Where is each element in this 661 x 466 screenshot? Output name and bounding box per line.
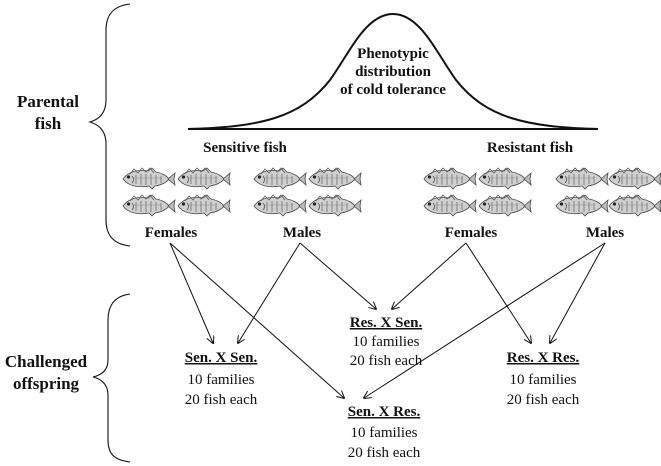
tilapia-fish-icon: [478, 167, 532, 190]
sensitive-males-label: Males: [283, 225, 321, 241]
arrow-res-female-to-res-x-res: [465, 242, 531, 343]
tilapia-fish-icon: [122, 194, 176, 217]
sen-x-res-families: 10 families: [350, 425, 417, 441]
tilapia-fish-icon: [253, 194, 307, 217]
arrow-sens-female-to-sen-x-sen: [169, 242, 213, 343]
tilapia-fish-icon: [308, 167, 362, 190]
res-x-sen-fish: 20 fish each: [350, 353, 423, 369]
curve-title-line3: of cold tolerance: [340, 82, 446, 98]
sensitive-fish-label: Sensitive fish: [203, 140, 287, 156]
sen-x-sen-fish: 20 fish each: [185, 392, 258, 408]
tilapia-fish-icon: [423, 167, 477, 190]
res-x-sen-families: 10 families: [352, 334, 419, 350]
tilapia-fish-icon: [478, 194, 532, 217]
tilapia-fish-icon: [555, 194, 609, 217]
curve-title-line2: distribution: [355, 64, 432, 80]
resistant-males-label: Males: [586, 225, 624, 241]
sen-x-res-fish: 20 fish each: [348, 445, 421, 461]
tilapia-fish-icon: [555, 167, 609, 190]
offspring-label-line2: offspring: [13, 374, 80, 393]
parental-label-line2: fish: [35, 114, 62, 133]
offspring-brace: [92, 293, 131, 463]
sen-x-res-title: Sen. X Res.: [348, 404, 421, 420]
cross-arrows: [169, 242, 606, 398]
res-x-res-fish: 20 fish each: [507, 392, 580, 408]
arrow-res-female-to-res-x-sen: [392, 242, 467, 309]
curve-title-line1: Phenotypic: [357, 46, 429, 62]
res-x-res-families: 10 families: [509, 372, 576, 388]
res-x-sen-title: Res. X Sen.: [350, 315, 423, 331]
sen-x-sen-title: Sen. X Sen.: [185, 350, 258, 366]
tilapia-fish-icon: [423, 194, 477, 217]
tilapia-fish-icon: [608, 167, 661, 190]
resistant-fish-label: Resistant fish: [487, 140, 574, 156]
res-x-res-title: Res. X Res.: [507, 350, 580, 366]
arrow-res-male-to-sen-x-res: [364, 242, 606, 398]
arrow-sens-female-to-sen-x-res: [169, 242, 344, 398]
tilapia-fish-icon: [253, 167, 307, 190]
parental-brace: [88, 3, 131, 247]
tilapia-fish-icon: [177, 194, 231, 217]
offspring-label-line1: Challenged: [5, 352, 88, 371]
arrow-sens-male-to-sen-x-sen: [238, 242, 301, 343]
tilapia-fish-icon: [308, 194, 362, 217]
tilapia-fish-icon: [608, 194, 661, 217]
tilapia-fish-icon: [122, 167, 176, 190]
arrow-res-male-to-res-x-res: [550, 242, 606, 343]
resistant-females-label: Females: [445, 225, 498, 241]
parental-label-line1: Parental: [17, 92, 79, 111]
sen-x-sen-families: 10 families: [187, 372, 254, 388]
tilapia-fish-icon: [177, 167, 231, 190]
sensitive-females-label: Females: [145, 225, 198, 241]
arrow-sens-male-to-res-x-sen: [299, 242, 376, 309]
distribution-curve: [187, 12, 599, 130]
